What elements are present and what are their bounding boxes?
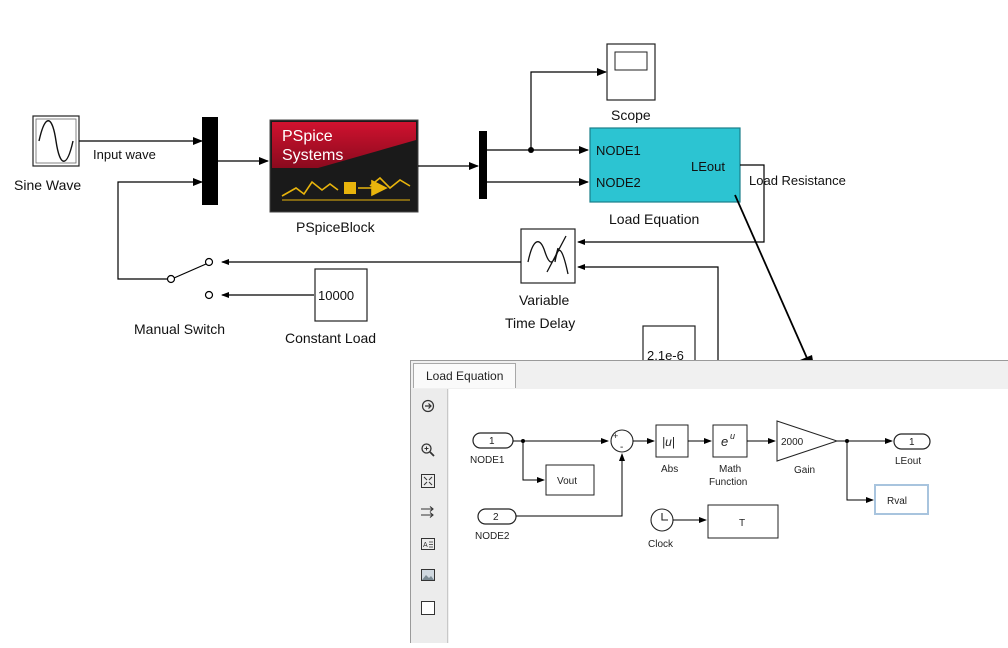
abs-block[interactable]: |u| bbox=[655, 424, 689, 458]
pspice-block-label: PSpiceBlock bbox=[296, 219, 376, 235]
math-label-1: Math bbox=[719, 464, 741, 475]
outport-label: LEout bbox=[895, 456, 921, 467]
manual-switch-block[interactable] bbox=[166, 257, 214, 300]
math-symbol-exponent: u bbox=[730, 431, 735, 441]
constant-load-block[interactable]: 10000 bbox=[314, 268, 368, 322]
sine-wave-icon bbox=[38, 120, 74, 162]
load-resistance-label: Load Resistance bbox=[749, 173, 846, 188]
signal-arrows-icon[interactable] bbox=[419, 503, 437, 521]
pspice-logo-line2: Systems bbox=[282, 147, 343, 164]
gain-value: 2000 bbox=[781, 437, 804, 448]
vout-goto-block[interactable]: Vout bbox=[545, 464, 595, 496]
abs-symbol: |u| bbox=[662, 435, 675, 449]
pspice-block[interactable]: PSpice Systems bbox=[269, 119, 419, 213]
sine-wave-label: Sine Wave bbox=[14, 177, 81, 193]
sum-block[interactable]: + - bbox=[610, 429, 634, 453]
inport1-label: NODE1 bbox=[470, 455, 505, 466]
load-resistance-wire bbox=[577, 164, 765, 245]
variable-delay-label-2: Time Delay bbox=[505, 315, 575, 331]
t-label: T bbox=[739, 518, 745, 529]
load-eq-port-node2: NODE2 bbox=[596, 175, 641, 190]
delay-input-wire bbox=[577, 264, 719, 360]
pspice-waveform-icon bbox=[281, 176, 411, 197]
tab-load-equation[interactable]: Load Equation bbox=[413, 363, 517, 388]
subsystem-toolbar: A bbox=[411, 389, 448, 643]
scope-wire bbox=[530, 68, 607, 150]
pspice-arrow-icon bbox=[358, 179, 388, 197]
partial-constant-value: 2.1e-6 bbox=[647, 348, 684, 363]
gain-to-rval-wire bbox=[846, 441, 874, 503]
svg-text:A: A bbox=[423, 542, 428, 549]
load-equation-subsystem-panel: Load Equation A 1 NODE bbox=[410, 360, 1008, 643]
manual-switch-label: Manual Switch bbox=[134, 321, 225, 337]
math-function-block[interactable]: e u bbox=[712, 424, 748, 458]
annotation-icon[interactable]: A bbox=[419, 535, 437, 553]
clock-label: Clock bbox=[648, 539, 674, 550]
image-icon[interactable] bbox=[419, 566, 437, 584]
rval-goto-block[interactable]: Rval bbox=[874, 484, 929, 515]
math-label-2: Function bbox=[709, 477, 747, 488]
mux-block-2[interactable] bbox=[479, 131, 487, 199]
scope-label: Scope bbox=[611, 107, 651, 123]
delay-wave-icon bbox=[527, 235, 569, 275]
constant-value: 10000 bbox=[318, 288, 354, 303]
abs-label: Abs bbox=[661, 464, 678, 475]
load-eq-port-node1: NODE1 bbox=[596, 143, 641, 158]
scope-block[interactable] bbox=[606, 43, 656, 101]
t-goto-block[interactable]: T bbox=[707, 504, 779, 539]
zoom-callout-arrow bbox=[734, 194, 815, 375]
constant-load-label: Constant Load bbox=[285, 330, 376, 346]
inport2-number: 2 bbox=[493, 512, 499, 523]
load-eq-port-leout: LEout bbox=[691, 159, 725, 174]
inport-node2[interactable]: 2 bbox=[477, 508, 517, 525]
zoom-icon[interactable] bbox=[419, 441, 437, 459]
variable-delay-label-1: Variable bbox=[519, 292, 570, 308]
pspice-logo-line1: PSpice bbox=[282, 128, 333, 145]
scope-screen-icon bbox=[614, 51, 648, 71]
variable-time-delay-block[interactable] bbox=[520, 228, 576, 284]
gain-label: Gain bbox=[794, 465, 815, 476]
outport-leout[interactable]: 1 bbox=[893, 433, 931, 450]
vout-label: Vout bbox=[557, 476, 577, 487]
node2-to-sum-wire bbox=[516, 453, 625, 517]
input-wave-label: Input wave bbox=[93, 147, 156, 162]
sum-plus-sign: + bbox=[613, 431, 618, 441]
pspice-square-icon bbox=[344, 182, 356, 194]
sine-wave-block[interactable] bbox=[32, 115, 80, 167]
area-icon[interactable] bbox=[419, 599, 437, 617]
math-symbol-base: e bbox=[721, 434, 728, 449]
gain-block[interactable]: 2000 bbox=[776, 420, 839, 462]
mux-block-1[interactable] bbox=[202, 117, 218, 205]
rval-label: Rval bbox=[887, 496, 907, 507]
load-equation-block[interactable]: NODE1 NODE2 LEout bbox=[589, 127, 741, 203]
clock-block[interactable] bbox=[650, 508, 674, 532]
inport2-label: NODE2 bbox=[475, 531, 510, 542]
node1-to-vout-wire bbox=[522, 441, 545, 483]
inport-node1[interactable]: 1 bbox=[472, 432, 514, 449]
sum-minus-sign: - bbox=[620, 442, 623, 453]
partial-constant-block[interactable]: 2.1e-6 bbox=[642, 325, 696, 367]
inport1-number: 1 bbox=[489, 436, 495, 447]
fit-view-icon[interactable] bbox=[419, 472, 437, 490]
navigate-icon[interactable] bbox=[419, 397, 437, 415]
outport-number: 1 bbox=[909, 437, 915, 448]
switch-to-mux1-wire bbox=[117, 178, 203, 280]
load-equation-label: Load Equation bbox=[609, 211, 699, 227]
subsystem-canvas: 1 NODE1 2 NODE2 Vout + - bbox=[449, 389, 1008, 643]
